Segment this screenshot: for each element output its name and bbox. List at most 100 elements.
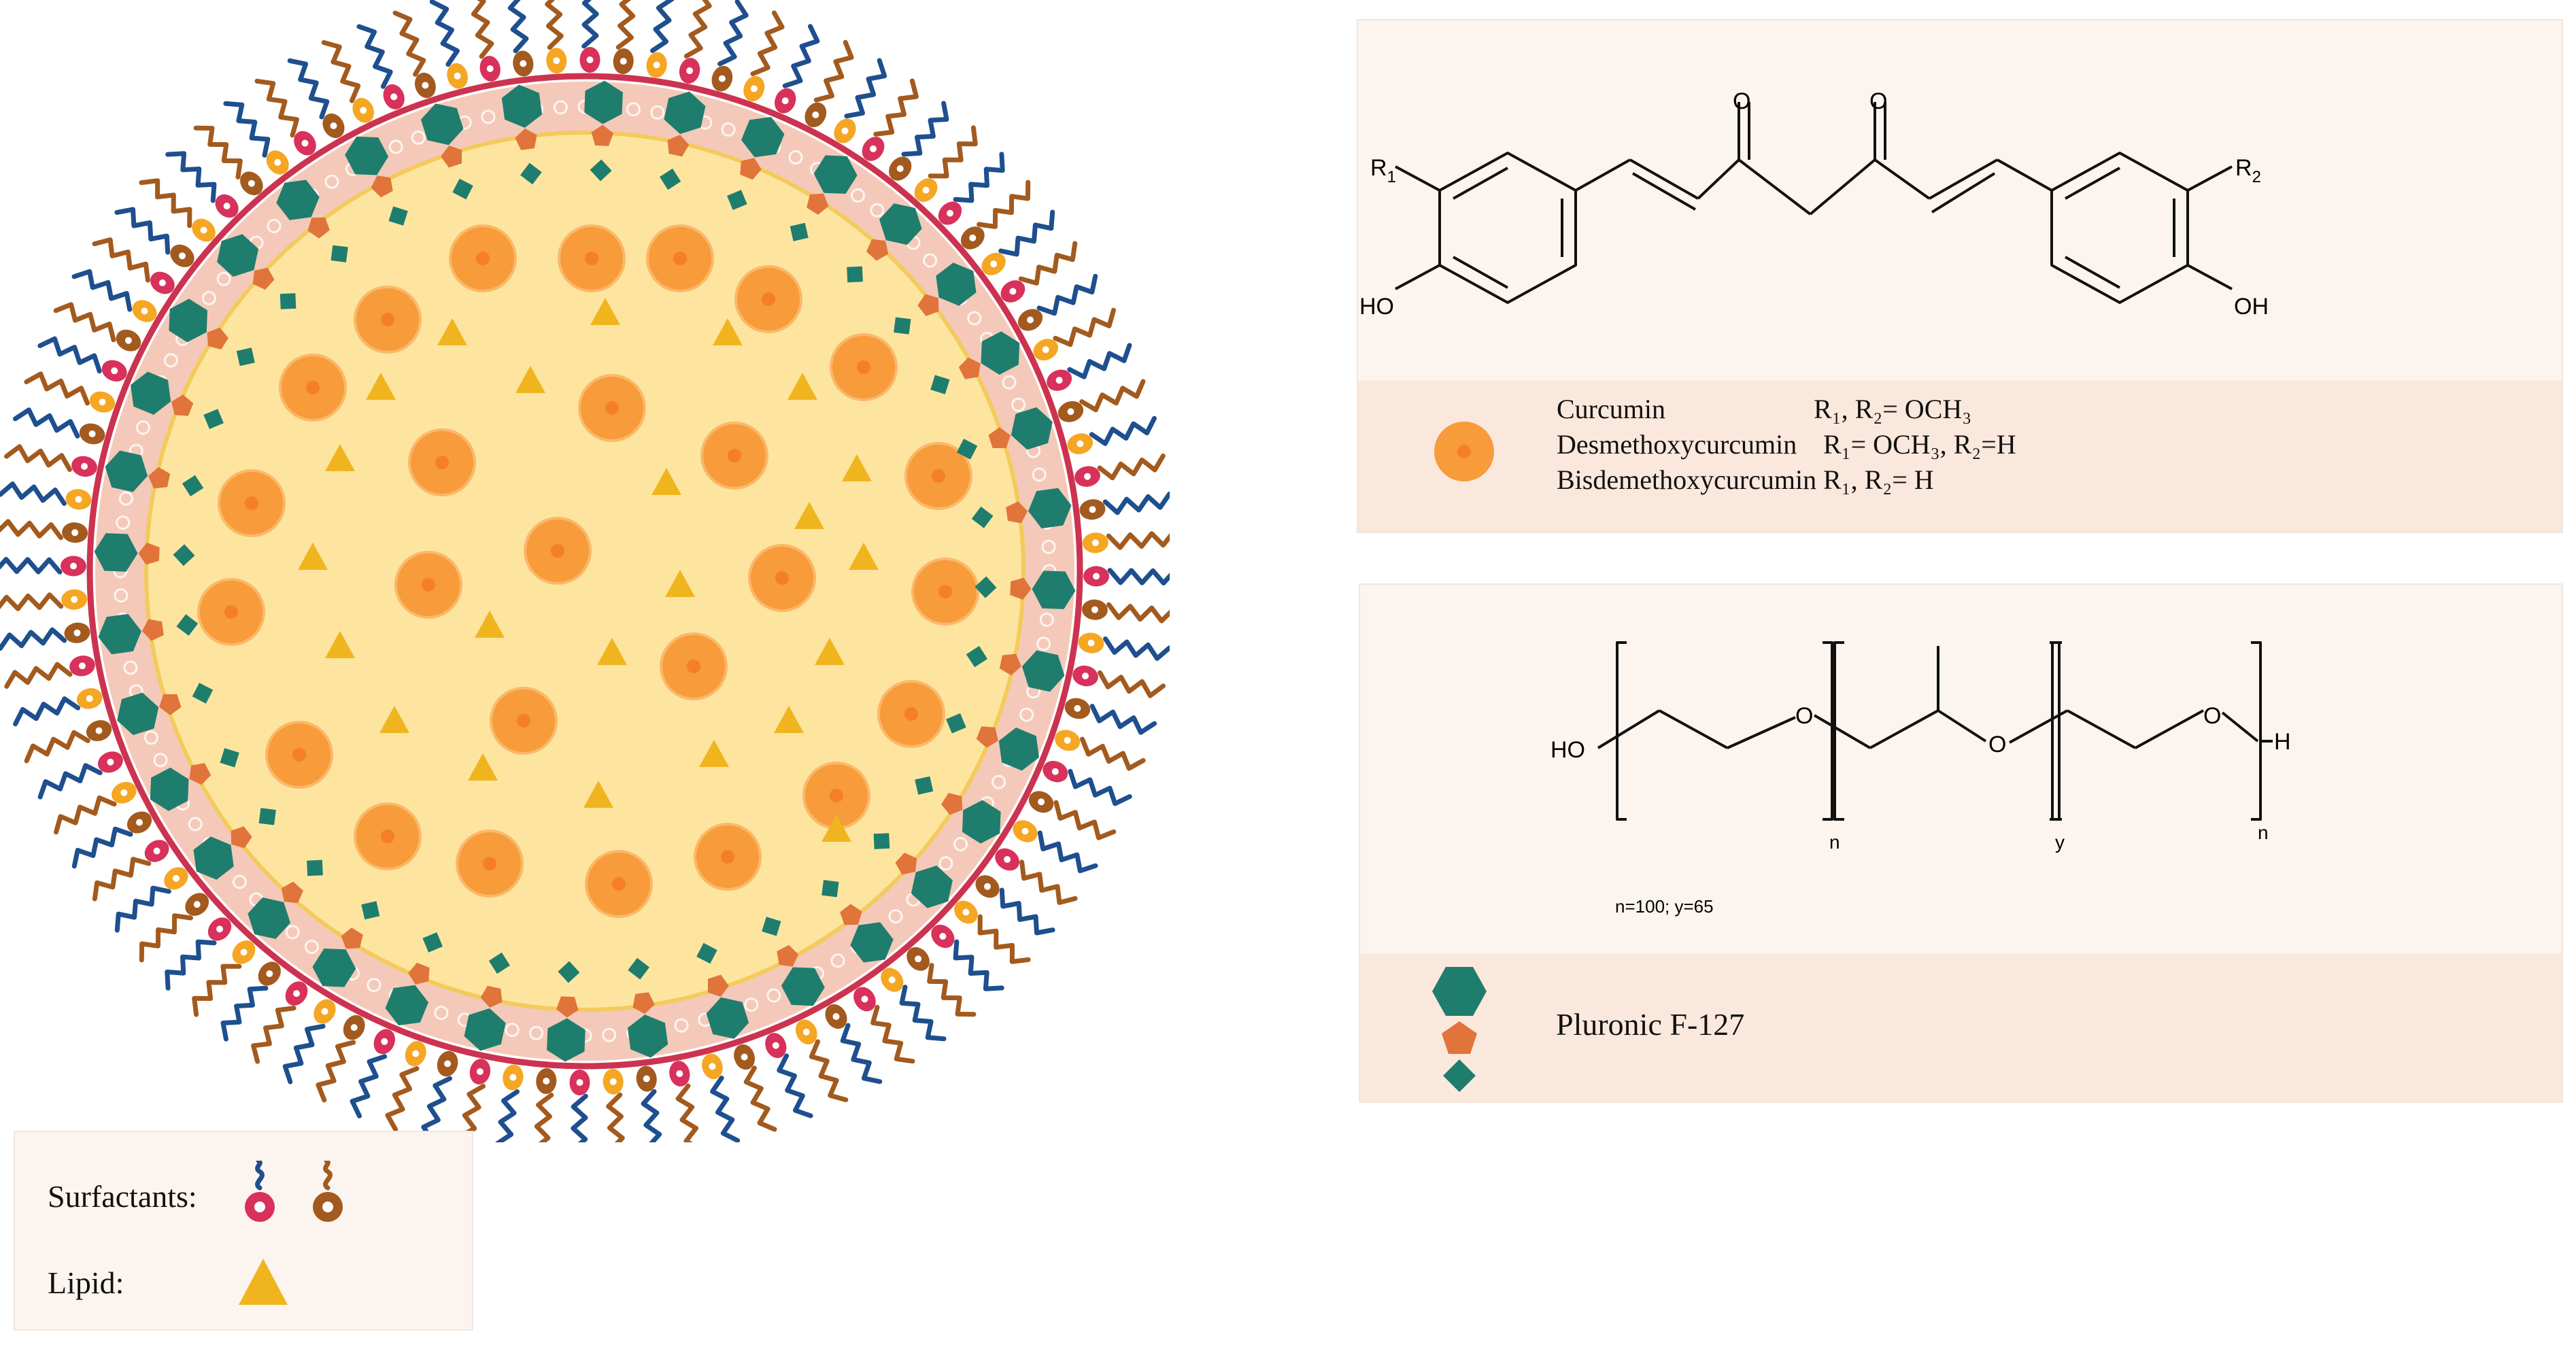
pluronic-hexagon [998,728,1039,771]
lipid-triangle [583,781,613,808]
compound-subst-curcumin: R₁, R₂= OCH₃ [1814,394,1972,424]
pluronic-pentagon [207,327,228,349]
curcumin-sphere-center [687,660,700,673]
membrane-ring [86,73,1083,1070]
surfactant-head-center [1093,573,1100,580]
surfactant-head-center [543,1077,550,1085]
curcumin-sphere-center [517,714,530,728]
surfactant-tail [507,0,529,54]
surfactant-tail [392,10,426,77]
curcumin-sphere-center [938,585,952,598]
surfactant-tail [1107,568,1177,585]
pluronic-pentagon [159,694,182,715]
shell-curl [870,203,885,218]
surfactant-head-center [321,1008,328,1015]
shell-curl [888,909,903,924]
shell-curl [143,730,158,745]
pluronic-diamond [388,206,408,226]
pluronic-hexagon [664,91,706,135]
pluronic-hexagon [385,985,428,1025]
shell-curl [481,109,496,124]
shell-curl [830,953,845,968]
surfactant-tail [53,302,116,343]
surfactant-tail [316,1040,356,1103]
surfactant-tail [24,730,90,764]
pluronic-hexagon [345,136,389,175]
shell-curl [232,874,247,889]
shell-curl [201,291,216,305]
shell-curl [411,130,426,145]
lipid-triangle [468,753,498,781]
surfactant-head-center [553,57,560,65]
surfactant-head-center [709,1063,716,1070]
lipid-triangle [651,468,681,495]
shell-curl [505,1023,520,1038]
shell-curl [626,102,641,117]
pluronic-diamond [971,507,994,528]
compound-name-bisdemethoxycurcumin: Bisdemethoxycurcumin [1557,464,1817,495]
pluronic-diamond [762,917,781,936]
pluronic-hexagon [627,1014,668,1058]
pluronic-pentagon [941,793,963,815]
pluronic-diamond [946,713,966,734]
surfactant-tail [254,78,299,138]
shell-curl [553,100,568,115]
surfactant-tail [998,209,1055,257]
surfactant-tail [0,627,67,651]
shell-curl [267,218,282,233]
surfactant-tail [321,40,361,103]
pluronic-o2: O [1988,732,2006,757]
surfactant-tail [165,151,217,203]
surfactant-tail [1103,636,1172,661]
pluronic-diamond [847,266,863,283]
pluronic-pentagon [252,267,275,290]
surfactant-tail [615,0,636,50]
lipid-triangle [437,318,467,345]
curcumin-sphere-center [605,401,619,415]
pluronic-pentagon [371,175,393,198]
surfactant-tail [114,207,171,255]
shell-curl [602,1027,617,1042]
pluronic-diamond [966,646,988,668]
surfactant-head-center [390,93,398,101]
shell-curl [788,150,803,165]
surfactant-tail [0,557,63,575]
curcumin-sphere-center [612,877,626,891]
surfactant-head-center [95,727,103,734]
pluronic-hexagon [420,103,464,146]
lipid-triangle [366,373,396,400]
pluronic-pentagon [341,927,363,949]
lipid-triangle [325,444,355,471]
surfactant-tail [953,152,1005,203]
surfactant-head-center [79,662,86,670]
lipid-triangle [699,740,729,767]
shell-curl [153,753,168,768]
surfactant-tail [999,887,1055,936]
pluronic-pentagon [171,394,194,416]
oh-label: OH [2234,294,2269,320]
pluronic-structure: HO O O O H n y n n=100; y=65 [1550,641,2291,917]
surfactant-head-center [586,56,594,63]
pluronic-hexagon [105,450,148,492]
surfactant-head-center [274,158,282,166]
surfactant-tail [429,0,460,67]
surfactant-head-center [1021,828,1029,835]
surfactant-head-center [153,847,160,855]
surfactant-tail [4,444,72,473]
surfactant-head-center [1042,346,1049,354]
pluronic-diamond [361,901,380,920]
surfactant-tail [1019,859,1078,905]
shell-curl [744,998,759,1012]
surfactant-tail [650,0,675,53]
lipid-triangle [842,454,872,481]
pluronic-pentagon [807,193,829,215]
surfactant-tail [606,1092,626,1162]
pluronic-pentagon [895,853,917,875]
lipid-triangle [821,815,851,842]
surfactant-head-center [947,209,953,217]
surfactant-tail [545,0,564,50]
curcumin-sphere-center [728,449,741,462]
surfactant-head-center [896,165,904,172]
pluronic-diamond [331,245,348,262]
lipid-triangle-icon [239,1259,288,1305]
